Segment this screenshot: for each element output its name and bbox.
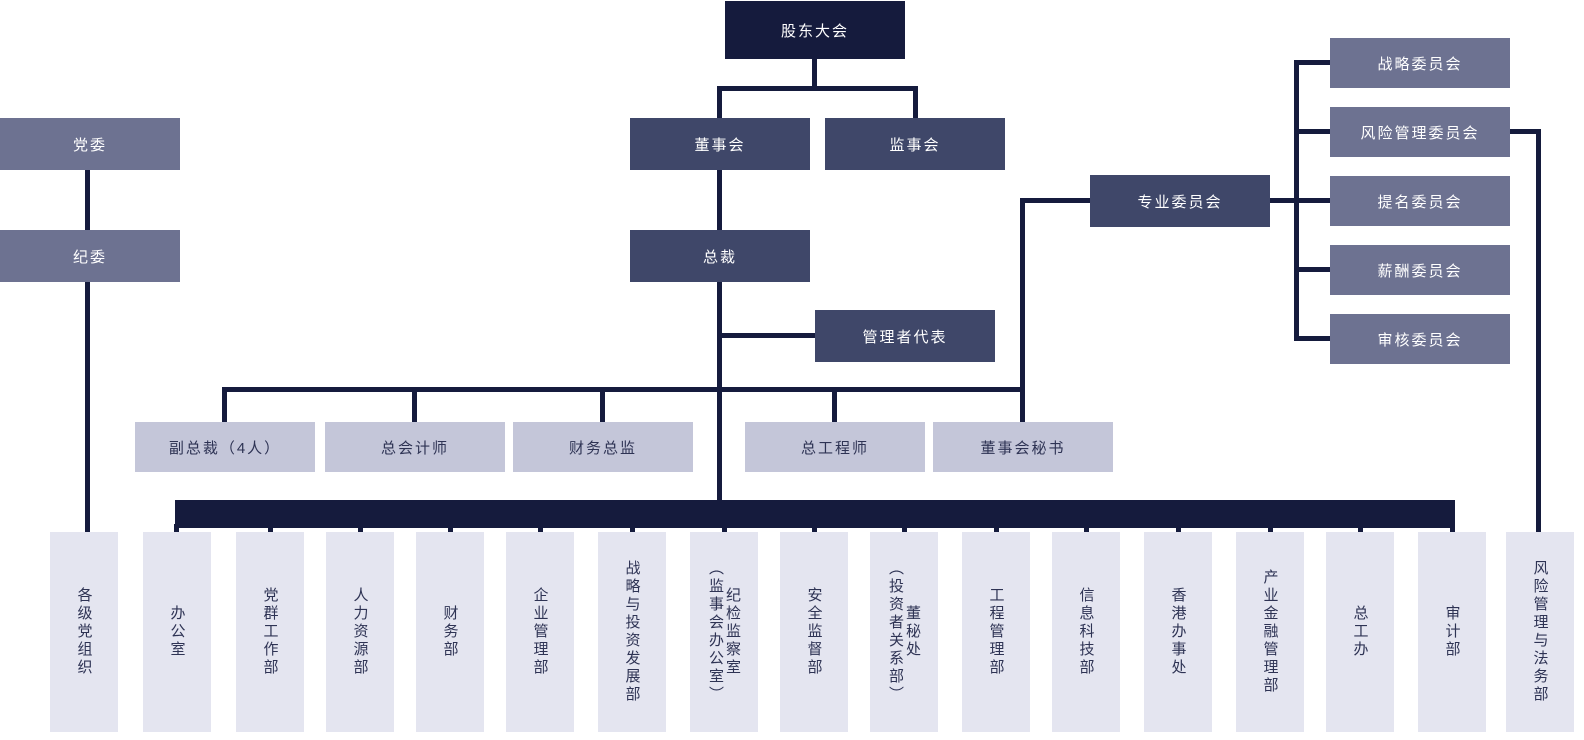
dept-label: 纪检监察室	[724, 587, 741, 677]
node-dept-party-masses-work: 党群工作部	[236, 532, 304, 732]
connector-line	[1020, 198, 1090, 203]
connector-line	[1084, 524, 1089, 532]
node-dept-discipline-inspection: 纪检监察室（监事会办公室）	[690, 532, 758, 732]
node-finance-director: 财务总监	[513, 422, 693, 472]
connector-line	[412, 387, 417, 422]
connector-line	[600, 387, 605, 422]
node-dept-information-technology: 信息科技部	[1052, 532, 1120, 732]
connector-line	[1294, 129, 1330, 134]
connector-line	[1294, 60, 1330, 65]
dept-label: 工程管理部	[987, 587, 1005, 677]
connector-line	[717, 282, 722, 504]
dept-sublabel: （监事会办公室）	[707, 560, 724, 704]
connector-line	[1536, 129, 1541, 532]
node-party-committee: 党委	[0, 118, 180, 170]
connector-line	[717, 170, 722, 230]
node-dept-chief-engineer-office: 总工办	[1326, 532, 1394, 732]
connector-line	[717, 86, 722, 118]
dept-sublabel: （投资者关系部）	[887, 560, 904, 704]
node-dept-hong-kong-office: 香港办事处	[1144, 532, 1212, 732]
connector-line	[1020, 198, 1025, 422]
connector-line	[174, 524, 179, 532]
dept-label: 董秘处	[904, 605, 921, 659]
node-dept-finance: 财务部	[416, 532, 484, 732]
connector-line	[902, 524, 907, 532]
dept-label: 审计部	[1443, 605, 1461, 659]
connector-line	[630, 524, 635, 532]
dept-label: 企业管理部	[531, 587, 549, 677]
connector-line	[832, 387, 837, 422]
node-dept-human-resources: 人力资源部	[326, 532, 394, 732]
connector-line	[719, 333, 817, 338]
node-supervisory-board: 监事会	[825, 118, 1005, 170]
connector-line	[222, 387, 227, 422]
dept-label: 各级党组织	[75, 587, 93, 677]
node-dept-enterprise-management: 企业管理部	[506, 532, 574, 732]
node-chief-accountant: 总会计师	[325, 422, 505, 472]
node-dept-risk-legal: 风险管理与法务部	[1506, 532, 1574, 732]
department-bus-bar	[175, 500, 1455, 528]
connector-line	[1176, 524, 1181, 532]
connector-line	[85, 282, 90, 532]
dept-label: 香港办事处	[1169, 587, 1187, 677]
dept-label: 战略与投资发展部	[623, 560, 641, 704]
node-board-of-directors: 董事会	[630, 118, 810, 170]
node-dept-office: 办公室	[143, 532, 211, 732]
dept-label: 风险管理与法务部	[1531, 560, 1549, 704]
dept-label: 安全监督部	[805, 587, 823, 677]
connector-line	[1268, 524, 1273, 532]
connector-line	[85, 170, 90, 230]
node-shareholders-meeting: 股东大会	[725, 1, 905, 59]
node-dept-engineering-management: 工程管理部	[962, 532, 1030, 732]
connector-line	[358, 524, 363, 532]
node-strategy-committee: 战略委员会	[1330, 38, 1510, 88]
node-dept-industrial-finance: 产业金融管理部	[1236, 532, 1304, 732]
connector-line	[812, 58, 817, 90]
node-chief-engineer: 总工程师	[745, 422, 925, 472]
connector-line	[448, 524, 453, 532]
connector-line	[222, 387, 1025, 392]
dept-label: 总工办	[1351, 605, 1369, 659]
connector-line	[1358, 524, 1363, 532]
connector-line	[722, 524, 727, 532]
node-dept-strategy-investment: 战略与投资发展部	[598, 532, 666, 732]
connector-line	[1510, 129, 1541, 134]
connector-line	[913, 86, 918, 118]
dept-label: 信息科技部	[1077, 587, 1095, 677]
connector-line	[1294, 267, 1330, 272]
connector-line	[1270, 198, 1330, 203]
dept-label: 产业金融管理部	[1261, 569, 1279, 695]
dept-label: 党群工作部	[261, 587, 279, 677]
connector-line	[1294, 336, 1330, 341]
node-dept-audit: 审计部	[1418, 532, 1486, 732]
connector-line	[717, 86, 918, 91]
connector-line	[1294, 60, 1299, 341]
node-board-secretary: 董事会秘书	[933, 422, 1113, 472]
node-nomination-committee: 提名委员会	[1330, 176, 1510, 226]
connector-line	[812, 524, 817, 532]
node-discipline-committee: 纪委	[0, 230, 180, 282]
connector-line	[994, 524, 999, 532]
node-dept-board-secretariat: 董秘处（投资者关系部）	[870, 532, 938, 732]
node-special-committees: 专业委员会	[1090, 175, 1270, 227]
dept-label: 人力资源部	[351, 587, 369, 677]
connector-line	[1450, 524, 1455, 532]
node-dept-safety-supervision: 安全监督部	[780, 532, 848, 732]
node-remuneration-committee: 薪酬委员会	[1330, 245, 1510, 295]
node-vice-presidents: 副总裁（4人）	[135, 422, 315, 472]
node-president: 总裁	[630, 230, 810, 282]
connector-line	[268, 524, 273, 532]
dept-label: 财务部	[441, 605, 459, 659]
node-dept-party-organizations: 各级党组织	[50, 532, 118, 732]
dept-label: 办公室	[168, 605, 186, 659]
node-management-representative: 管理者代表	[815, 310, 995, 362]
node-risk-management-committee: 风险管理委员会	[1330, 107, 1510, 157]
node-audit-review-committee: 审核委员会	[1330, 314, 1510, 364]
connector-line	[538, 524, 543, 532]
